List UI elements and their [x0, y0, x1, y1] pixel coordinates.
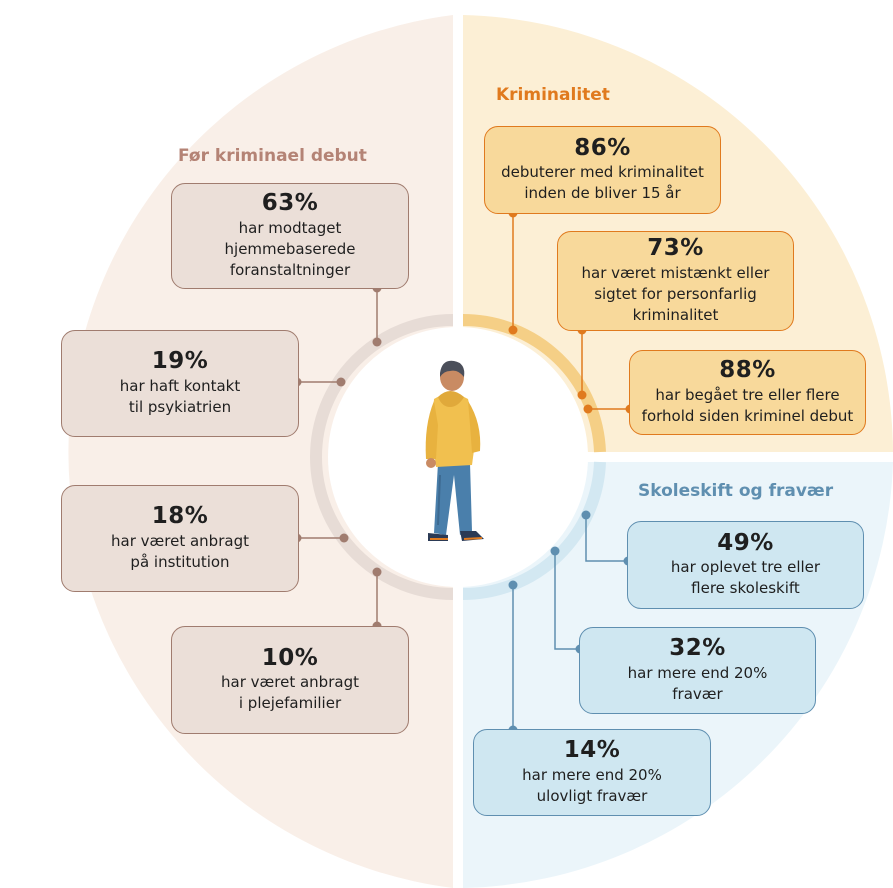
stat-box-49: 49% har oplevet tre eller flere skoleski…	[627, 521, 864, 609]
stat-box-32: 32% har mere end 20% fravær	[579, 627, 816, 714]
dot-18-b	[339, 533, 349, 543]
stat-value: 73%	[647, 235, 704, 262]
stat-description: har været anbragt i plejefamilier	[221, 673, 359, 713]
stat-description: har modtaget hjemmebaserede foranstaltni…	[224, 218, 356, 279]
stat-description: har været anbragt på institution	[111, 531, 249, 571]
stat-description: har oplevet tre eller flere skoleskift	[670, 558, 821, 598]
ring-left	[310, 314, 454, 600]
stat-description: har mere end 20% fravær	[627, 663, 768, 703]
section-title-before: Før kriminael debut	[178, 146, 367, 166]
stat-value: 18%	[151, 503, 209, 530]
section-title-school: Skoleskift og fravær	[638, 481, 834, 501]
stat-value: 86%	[574, 134, 631, 161]
stat-box-14: 14% har mere end 20% ulovligt fravær	[473, 729, 711, 816]
stat-box-63: 63% har modtaget hjemmebaserede foransta…	[171, 183, 409, 289]
stat-description: debuterer med kriminalitet inden de bliv…	[501, 163, 704, 203]
stat-value: 14%	[563, 737, 621, 764]
stat-box-73: 73% har været mistænkt eller sigtet for …	[557, 231, 794, 331]
stat-value: 49%	[717, 529, 774, 556]
dot-49-a	[581, 510, 591, 520]
ring-bottom-right	[462, 461, 606, 600]
stat-description: har haft kontakt til psykiatrien	[119, 376, 241, 416]
stat-description: har mere end 20% ulovligt fravær	[522, 765, 662, 805]
stat-box-19: 19% har haft kontakt til psykiatrien	[61, 330, 299, 437]
stat-box-18: 18% har været anbragt på institution	[61, 485, 299, 592]
stat-value: 88%	[719, 357, 776, 384]
dot-10-a	[372, 567, 382, 577]
ring-top-right	[462, 314, 606, 453]
section-title-crime: Kriminalitet	[496, 85, 610, 105]
stat-box-88: 88% har begået tre eller flere forhold s…	[629, 350, 866, 435]
stat-value: 32%	[669, 635, 726, 662]
dot-63-b	[372, 337, 382, 347]
stat-value: 19%	[151, 348, 209, 375]
young-person-icon	[425, 360, 484, 541]
stat-description: har været mistænkt eller sigtet for pers…	[581, 263, 770, 324]
dot-86-b	[508, 325, 518, 335]
connector-49	[585, 515, 628, 562]
dot-88-a	[583, 404, 593, 414]
connector-32	[554, 551, 580, 650]
stat-box-10: 10% har været anbragt i plejefamilier	[171, 626, 409, 734]
dot-32-a	[550, 546, 560, 556]
dot-19-b	[336, 377, 346, 387]
stat-value: 63%	[261, 190, 319, 217]
stat-description: har begået tre eller flere forhold siden…	[641, 385, 854, 425]
stat-value: 10%	[261, 644, 319, 671]
dot-73-b	[577, 390, 587, 400]
dot-14-a	[508, 580, 518, 590]
stat-box-86: 86% debuterer med kriminalitet inden de …	[484, 126, 721, 214]
